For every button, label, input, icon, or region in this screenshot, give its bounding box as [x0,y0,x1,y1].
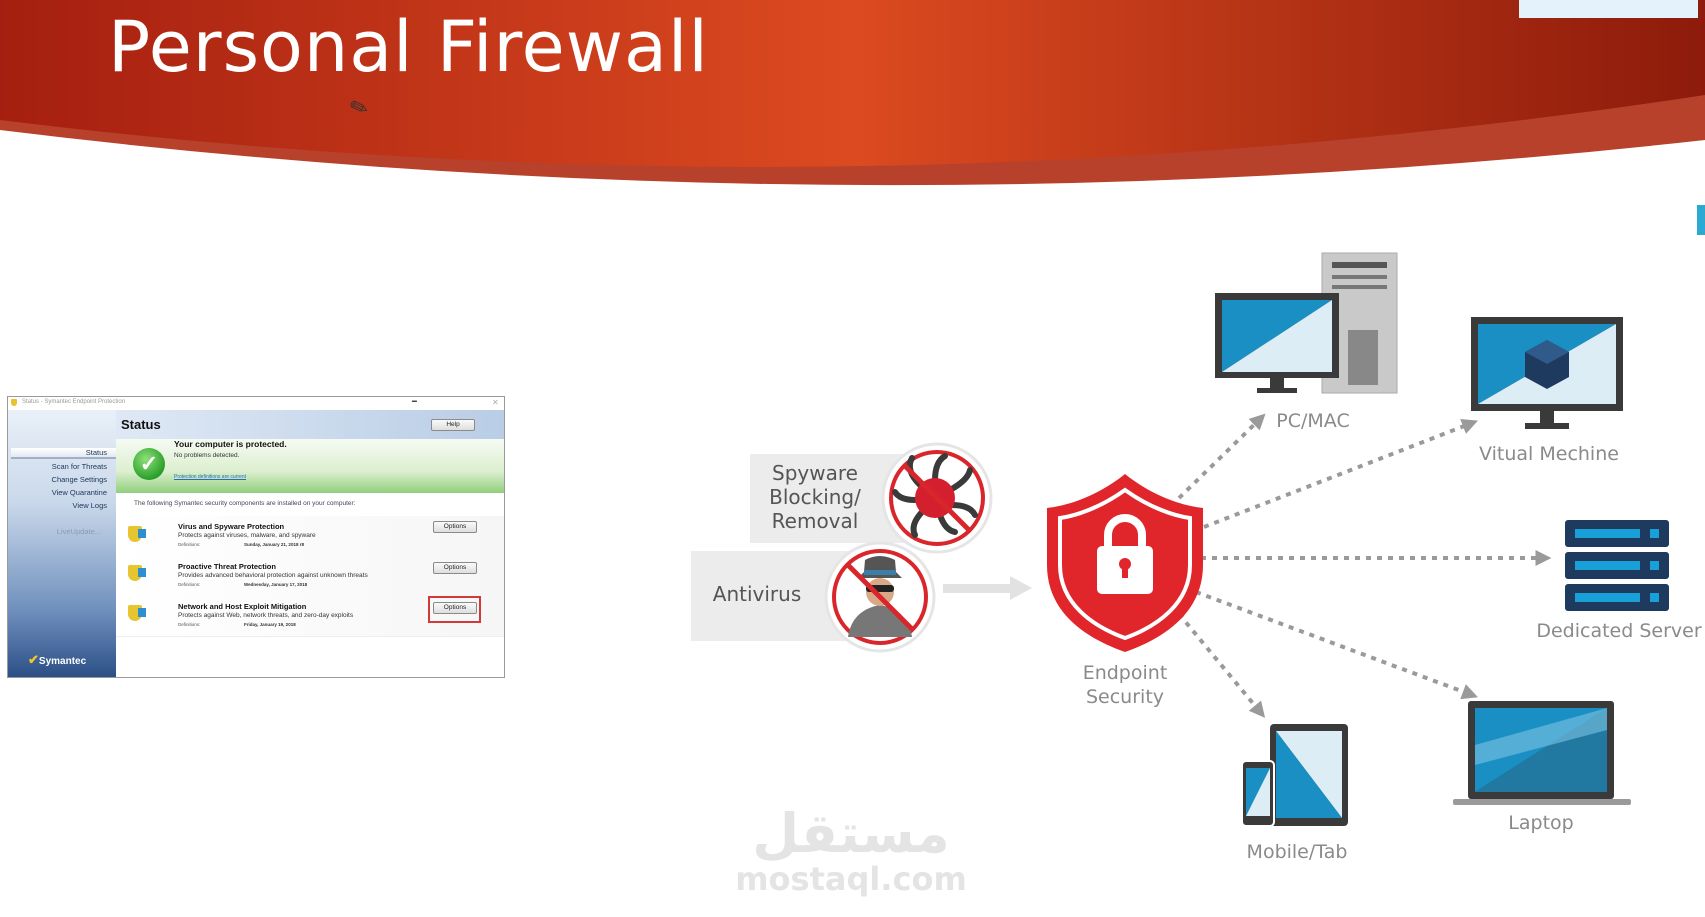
components-intro: The following Symantec security componen… [134,500,356,507]
definitions-date: Sunday, January 21, 2018 r8 [244,542,304,547]
virtual-machine-icon [1471,317,1623,429]
connector-vm [1203,419,1478,529]
shield-icon [128,526,146,542]
status-title: Your computer is protected. [174,439,287,449]
pc-icon [1215,252,1398,394]
connector-laptop [1195,590,1478,700]
sidebar-item-logs[interactable]: View Logs [72,501,107,510]
top-right-panel [1519,0,1698,18]
connector-lines [1177,413,1552,718]
definitions-date: Friday, January 19, 2018 [244,622,296,627]
spyware-label-1: Spyware [772,461,858,485]
definitions-label: Definitions: [178,542,201,547]
symantec-window: Status - Symantec Endpoint Protection ━ … [7,396,505,678]
sidebar-item-scan[interactable]: Scan for Threats [51,462,107,471]
endpoint-label-2: Security [1086,686,1164,708]
status-subtitle: No problems detected. [174,452,240,459]
arrow-to-shield [943,576,1032,600]
close-button[interactable]: ✕ [492,398,499,407]
component-desc: Provides advanced behavioral protection … [178,572,368,579]
pc-label: PC/MAC [1276,410,1349,432]
status-heading: Status [121,417,161,432]
sidebar-item-settings[interactable]: Change Settings [51,475,107,484]
header-band [0,0,1705,167]
component-row [116,594,504,637]
watermark-latin: mostaql.com [735,860,967,898]
shield-icon [128,605,146,621]
definitions-label: Definitions: [178,622,201,627]
antivirus-label: Antivirus [713,582,801,606]
check-icon: ✓ [133,448,165,480]
slide-title: Personal Firewall [108,6,709,88]
mobile-label: Mobile/Tab [1247,841,1348,863]
definitions-label: Definitions: [178,582,201,587]
sidebar-item-status[interactable]: Status [11,448,116,459]
window-title: Status - Symantec Endpoint Protection [22,399,126,405]
component-desc: Protects against viruses, malware, and s… [178,532,316,539]
connector-mobile [1177,612,1266,718]
spyware-label-2: Blocking/ [769,485,861,509]
spyware-label-3: Removal [772,509,859,533]
laptop-icon [1453,701,1631,805]
component-name: Proactive Threat Protection [178,562,276,571]
server-icon [1565,520,1669,611]
status-banner [116,439,504,493]
minimize-button[interactable]: ━ [412,397,417,406]
help-button[interactable]: Help [431,419,475,431]
app-icon [11,399,17,406]
window-titlebar: Status - Symantec Endpoint Protection ━ … [8,397,504,410]
component-name: Network and Host Exploit Mitigation [178,602,307,611]
options-button-proactive[interactable]: Options [433,562,477,574]
endpoint-label-1: Endpoint [1083,662,1168,684]
watermark-arabic: مستقل [752,802,950,865]
definitions-link[interactable]: Protection definitions are current [174,474,246,480]
side-tab-button[interactable] [1697,205,1705,235]
mobile-tablet-icon [1241,724,1348,827]
options-button-virus[interactable]: Options [433,521,477,533]
options-button-network[interactable]: Options [433,602,477,614]
symantec-logo: ✔Symantec [28,652,87,667]
component-name: Virus and Spyware Protection [178,522,285,531]
vm-label: Vitual Mechine [1479,443,1619,465]
laptop-label: Laptop [1508,812,1573,834]
liveupdate-link[interactable]: LiveUpdate... [56,527,101,536]
shield-icon [128,565,146,581]
component-desc: Protects against Web, network threats, a… [178,612,354,619]
sidebar-item-quarantine[interactable]: View Quarantine [51,488,107,497]
spy-blocked-icon [824,541,936,653]
shield-lock-icon [1047,474,1203,652]
definitions-date: Wednesday, January 17, 2018 [244,582,308,587]
bug-blocked-icon [881,442,993,554]
server-label: Dedicated Server [1536,620,1701,642]
connector-pc [1177,413,1266,500]
highlight-box [428,596,481,623]
